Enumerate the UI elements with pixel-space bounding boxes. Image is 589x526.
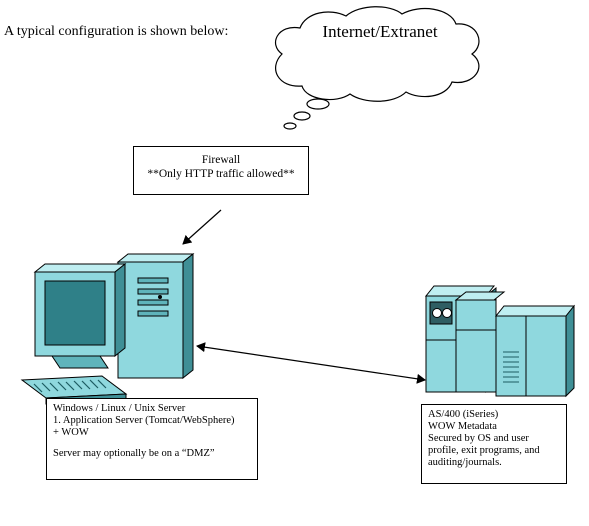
firewall-title: Firewall	[201, 154, 241, 166]
firewall-to-server-arrow	[182, 209, 222, 245]
desktop-computer-icon	[20, 252, 195, 405]
intro-text: A typical configuration is shown below:	[4, 24, 229, 39]
as400-description-box: AS/400 (iSeries) WOW Metadata Secured by…	[421, 404, 567, 484]
as400-line-2: WOW Metadata	[428, 421, 497, 432]
server-description-box: Windows / Linux / Unix Server 1. Applica…	[46, 398, 258, 480]
cloud-icon	[275, 6, 480, 130]
firewall-box: Firewall **Only HTTP traffic allowed**	[133, 146, 309, 195]
as400-line-3: Secured by OS and user	[428, 433, 529, 444]
server-spacer	[53, 439, 251, 448]
firewall-note: **Only HTTP traffic allowed**	[147, 168, 295, 180]
server-line-2: 1. Application Server (Tomcat/WebSphere)	[53, 415, 235, 426]
as400-line-5: auditing/journals.	[428, 457, 502, 468]
as400-line-1: AS/400 (iSeries)	[428, 409, 499, 420]
as400-server-icon	[424, 285, 576, 398]
server-line-4: Server may optionally be on a “DMZ”	[53, 448, 215, 459]
as400-line-4: profile, exit programs, and	[428, 445, 540, 456]
server-line-3: + WOW	[53, 427, 89, 438]
cloud-label: Internet/Extranet	[322, 22, 438, 41]
server-as400-connection	[196, 342, 426, 384]
server-line-1: Windows / Linux / Unix Server	[53, 403, 186, 414]
